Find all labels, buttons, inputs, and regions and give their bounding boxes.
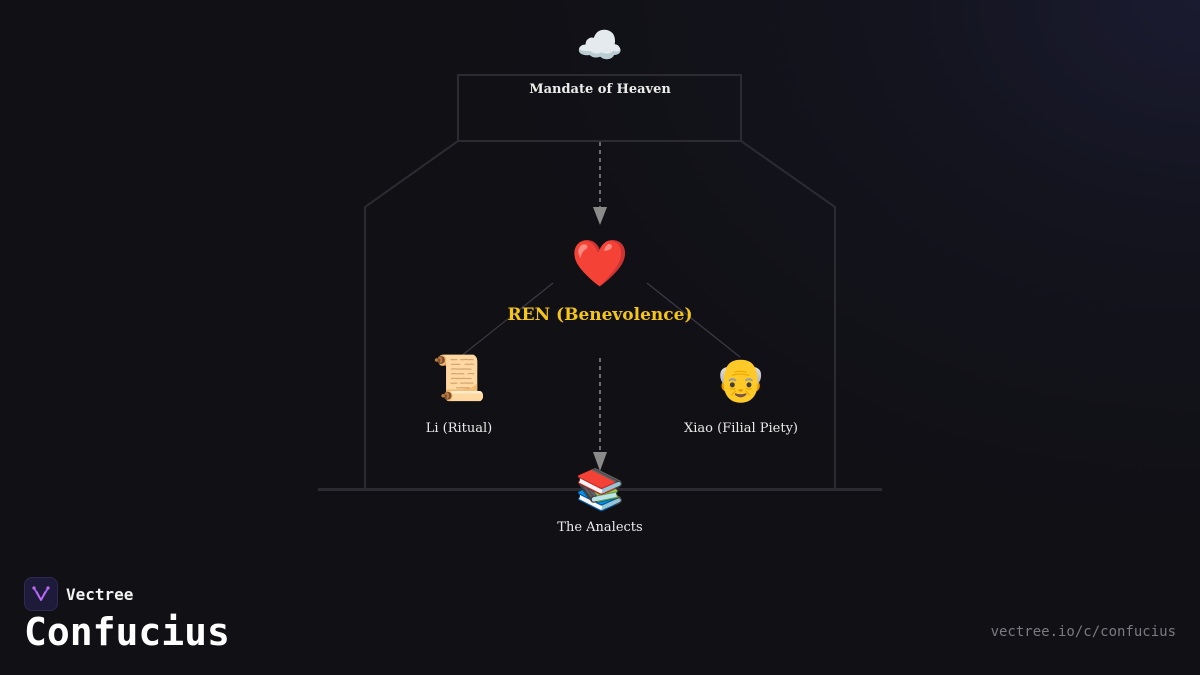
temple-roof-box bbox=[457, 74, 742, 142]
arrowhead-ren-analects bbox=[593, 452, 607, 471]
label-analects: The Analects bbox=[557, 520, 643, 535]
heart-icon: ❤️ bbox=[571, 236, 629, 290]
edge-ren-xiao bbox=[646, 282, 741, 358]
arrowhead-heaven-ren bbox=[593, 207, 607, 225]
old-man-icon: 👴 bbox=[714, 355, 768, 404]
brand-name: Vectree bbox=[66, 584, 134, 604]
books-icon: 📚 bbox=[575, 467, 625, 513]
edge-ren-li bbox=[459, 282, 554, 358]
label-ren: REN (Benevolence) bbox=[507, 305, 693, 325]
brand: Vectree bbox=[24, 577, 133, 611]
scroll-icon: 📜 bbox=[431, 353, 487, 404]
page-url[interactable]: vectree.io/c/confucius bbox=[990, 624, 1176, 640]
label-xiao: Xiao (Filial Piety) bbox=[684, 421, 798, 436]
label-mandate-of-heaven: Mandate of Heaven bbox=[529, 82, 671, 97]
temple-frame bbox=[318, 74, 882, 491]
page-title: Confucius bbox=[24, 610, 230, 654]
vectree-logo-icon bbox=[24, 577, 58, 611]
cloud-icon: ☁️ bbox=[576, 23, 624, 67]
label-li: Li (Ritual) bbox=[425, 421, 493, 436]
